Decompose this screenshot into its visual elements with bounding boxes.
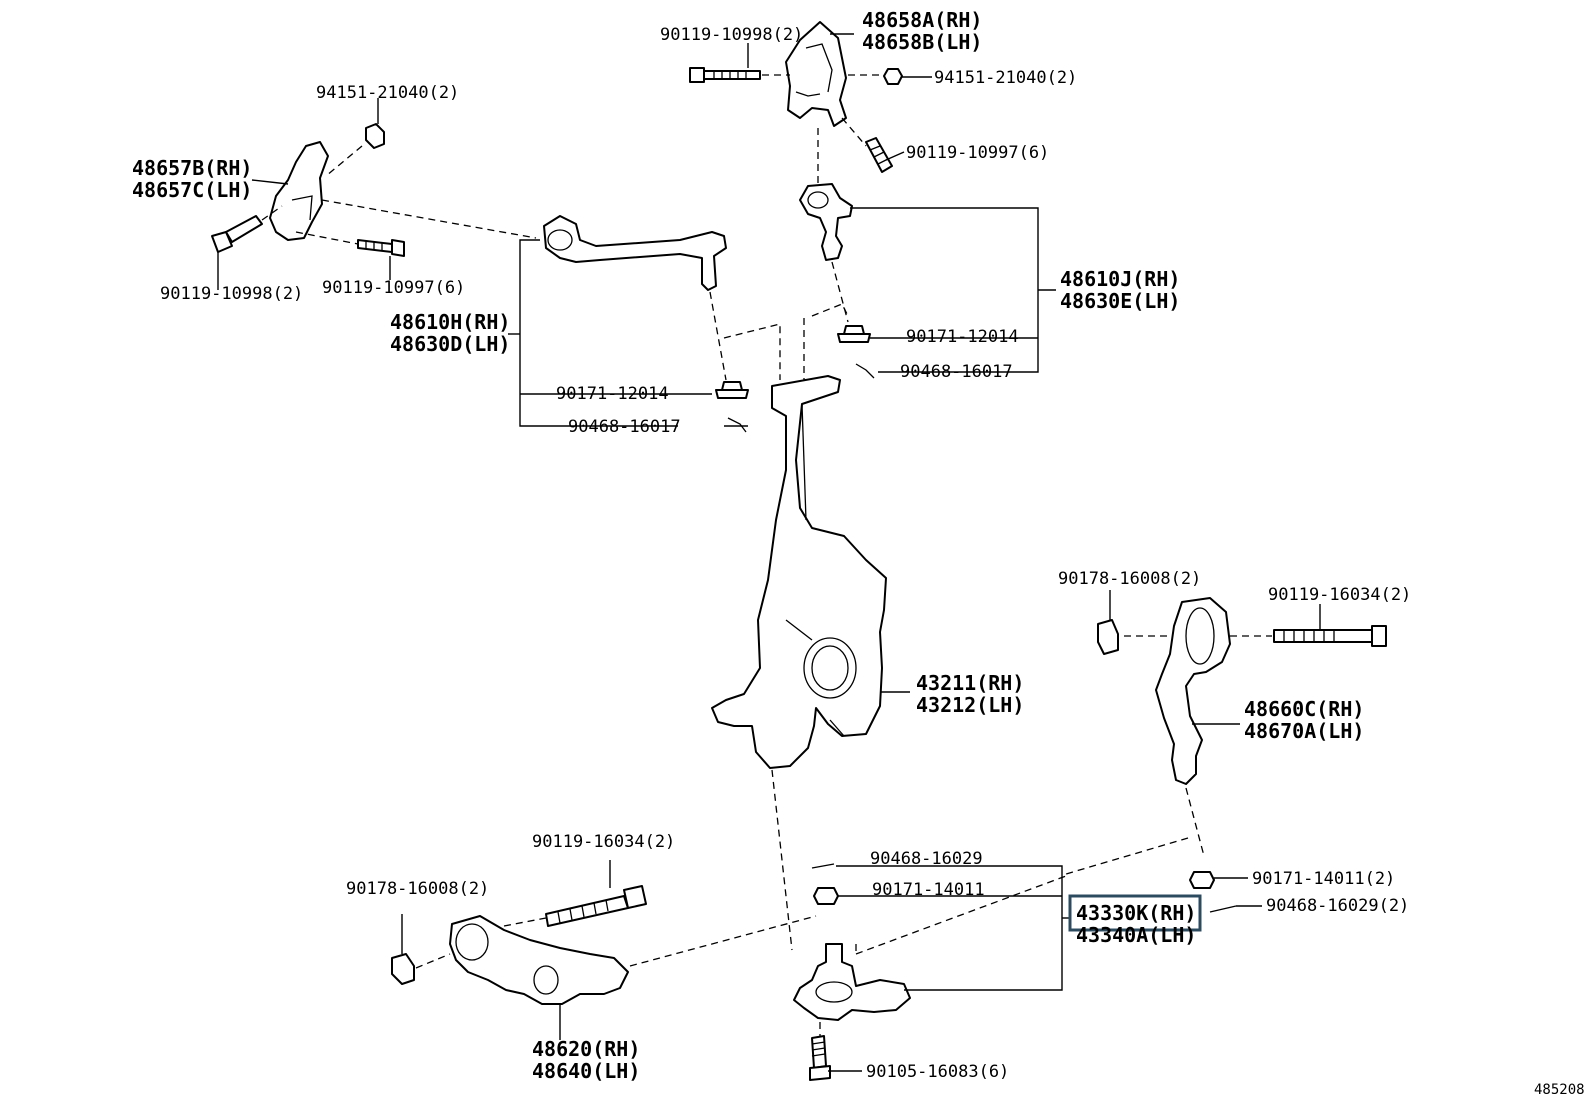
pin-90468-16017-right bbox=[855, 363, 875, 379]
bracket-48657 bbox=[269, 141, 329, 241]
upper-arm-48610J bbox=[799, 183, 853, 261]
label-94151-21040-left[interactable]: 94151-21040(2) bbox=[316, 83, 459, 103]
label-43340A[interactable]: 43340A(LH) bbox=[1076, 923, 1196, 947]
bolt-90119-16034-left bbox=[545, 885, 647, 927]
label-48620[interactable]: 48620(RH) bbox=[532, 1037, 640, 1061]
label-90171-12014-right[interactable]: 90171-12014 bbox=[906, 327, 1019, 347]
ball-joint-43330K bbox=[793, 943, 911, 1021]
leader-lines bbox=[217, 33, 1321, 1072]
nut-90171-12014-left bbox=[715, 381, 749, 399]
nut-90171-14011-right bbox=[1189, 871, 1215, 889]
label-48640[interactable]: 48640(LH) bbox=[532, 1059, 640, 1083]
label-43211[interactable]: 43211(RH) bbox=[916, 671, 1024, 695]
label-90178-16008-left[interactable]: 90178-16008(2) bbox=[346, 879, 489, 899]
label-48657B[interactable]: 48657B(RH) bbox=[132, 156, 252, 180]
pin-90468-16029-left bbox=[811, 863, 835, 869]
label-48630D[interactable]: 48630D(LH) bbox=[390, 332, 510, 356]
label-48658B[interactable]: 48658B(LH) bbox=[862, 30, 982, 54]
bolt-90119-10998-top bbox=[689, 67, 761, 83]
nut-90171-12014-right bbox=[837, 325, 871, 343]
lower-arm-48620 bbox=[449, 915, 629, 1005]
pin-90468-16017-left bbox=[727, 417, 747, 433]
label-90468-16017-left[interactable]: 90468-16017 bbox=[568, 417, 681, 437]
label-90119-10998-left[interactable]: 90119-10998(2) bbox=[160, 284, 303, 304]
nut-94151-21040-right bbox=[883, 68, 903, 85]
diagram-id: 485208 bbox=[1534, 1082, 1585, 1098]
label-43212[interactable]: 43212(LH) bbox=[916, 693, 1024, 717]
label-48630E[interactable]: 48630E(LH) bbox=[1060, 289, 1180, 313]
label-90119-10998-top[interactable]: 90119-10998(2) bbox=[660, 25, 803, 45]
label-90171-14011[interactable]: 90171-14011 bbox=[872, 880, 985, 900]
label-90468-16029-2[interactable]: 90468-16029(2) bbox=[1266, 896, 1409, 916]
label-48660C[interactable]: 48660C(RH) bbox=[1244, 697, 1364, 721]
selected-part-highlight bbox=[1068, 894, 1202, 932]
upper-bracket-48658 bbox=[785, 21, 847, 127]
lower-arm-48660C bbox=[1155, 597, 1231, 785]
bolt-90119-10998-left bbox=[211, 215, 263, 253]
nut-90171-14011-left bbox=[813, 887, 839, 905]
upper-arm-48610H bbox=[543, 215, 727, 291]
bolt-90119-16034-right bbox=[1273, 625, 1387, 647]
bolt-90119-10997-left bbox=[357, 239, 405, 257]
bolt-90119-10997-top bbox=[865, 137, 893, 173]
label-48657C[interactable]: 48657C(LH) bbox=[132, 178, 252, 202]
label-90178-16008-right[interactable]: 90178-16008(2) bbox=[1058, 569, 1201, 589]
label-48610J[interactable]: 48610J(RH) bbox=[1060, 267, 1180, 291]
nut-90178-16008-right bbox=[1097, 619, 1119, 655]
label-48610H[interactable]: 48610H(RH) bbox=[390, 310, 510, 334]
label-90105-16083[interactable]: 90105-16083(6) bbox=[866, 1062, 1009, 1082]
label-90171-14011-2[interactable]: 90171-14011(2) bbox=[1252, 869, 1395, 889]
label-90119-16034-left[interactable]: 90119-16034(2) bbox=[532, 832, 675, 852]
label-90171-12014-left[interactable]: 90171-12014 bbox=[556, 384, 669, 404]
nut-94151-21040-left bbox=[365, 123, 385, 149]
pin-90468-16029-right bbox=[1209, 905, 1237, 913]
label-90468-16017-right[interactable]: 90468-16017 bbox=[900, 362, 1013, 382]
bolt-90105-16083 bbox=[809, 1035, 831, 1081]
steering-knuckle-43211 bbox=[711, 375, 887, 769]
label-90468-16029[interactable]: 90468-16029 bbox=[870, 849, 983, 869]
label-48658A[interactable]: 48658A(RH) bbox=[862, 8, 982, 32]
label-94151-21040-right[interactable]: 94151-21040(2) bbox=[934, 68, 1077, 88]
label-90119-10997-left[interactable]: 90119-10997(6) bbox=[322, 278, 465, 298]
label-48670A[interactable]: 48670A(LH) bbox=[1244, 719, 1364, 743]
label-90119-10997-top[interactable]: 90119-10997(6) bbox=[906, 143, 1049, 163]
label-43330K[interactable]: 43330K(RH) bbox=[1076, 901, 1196, 925]
label-90119-16034-right[interactable]: 90119-16034(2) bbox=[1268, 585, 1411, 605]
labels: 90119-10998(2) 48658A(RH) 48658B(LH) 941… bbox=[132, 8, 1585, 1098]
nut-90178-16008-left bbox=[391, 953, 415, 985]
